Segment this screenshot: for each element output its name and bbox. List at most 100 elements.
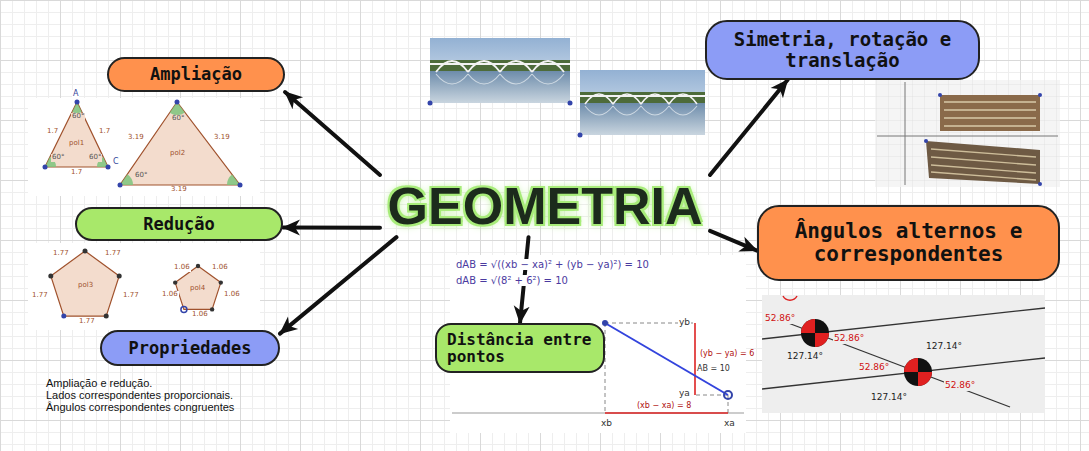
- angle-value: 52.86°: [764, 314, 796, 324]
- figure-label: (xb − xa) = 8: [636, 402, 692, 411]
- figure-label: 1.77: [31, 292, 49, 300]
- figure-label: 60°: [51, 154, 65, 162]
- figure-label: 60°: [171, 115, 185, 123]
- symmetry-figure-part: [1038, 93, 1042, 97]
- figure-label: 1.77: [78, 318, 96, 326]
- symmetry-figure-part: [940, 95, 1040, 131]
- note-line: Ângulos correspondentes congruentes: [45, 401, 235, 413]
- figure-label: pol1: [68, 140, 85, 148]
- distance-graph-part: [694, 323, 696, 395]
- pentagon-figure-part: [181, 306, 187, 312]
- bridge-photo-part: [580, 92, 705, 103]
- angle-value: 127.14°: [925, 342, 963, 352]
- topic-label: Simetria, rotação e translação: [717, 29, 968, 70]
- triangle-figure-part: [75, 100, 80, 105]
- figure-label: 1.7: [70, 169, 83, 177]
- topic-label: Redução: [143, 215, 215, 233]
- title-text: GEOMETRIA: [388, 178, 703, 234]
- figure-label: 1.7: [98, 128, 111, 136]
- figure-label: 60°: [88, 154, 102, 162]
- bridge-photo-part: [568, 101, 573, 106]
- topic-pill: Simetria, rotação e translação: [705, 20, 980, 80]
- angles-figure-part: [783, 296, 797, 300]
- figure-label: A: [72, 90, 79, 99]
- symmetry-figure-part: [926, 141, 1040, 184]
- bridge-photo-part: [578, 133, 583, 138]
- triangle-figure-part: [238, 183, 243, 188]
- distance-graph-part: [724, 391, 732, 399]
- pentagon-figure-part: [117, 273, 122, 278]
- symmetry-figure-part: [875, 80, 1060, 187]
- arrow-connector: [710, 80, 788, 175]
- bridge-photo-part: [430, 71, 570, 103]
- pentagon-figure-part: [196, 264, 200, 268]
- symmetry-figure-part: [1038, 182, 1042, 186]
- pentagon-figure-part: [210, 307, 214, 311]
- bridge-photo-part: [430, 60, 570, 71]
- angle-value: 52.86°: [833, 334, 865, 344]
- topic-label: Ampliação: [150, 65, 242, 83]
- bridge-photo: [428, 38, 573, 106]
- topic-label: Ângulos alternos e correspondentes: [769, 220, 1048, 265]
- figure-label: 60°: [71, 113, 85, 121]
- angles-figure-part: [801, 319, 829, 347]
- triangle-figure-part: [118, 183, 123, 188]
- angles-figure-part: [918, 372, 932, 386]
- distance-graph-part: [452, 413, 744, 414]
- triangle-figure-part: [120, 174, 133, 185]
- triangle-figure-part: [43, 165, 48, 170]
- bridge-photo-part: [585, 106, 697, 115]
- triangle-figure-part: [106, 165, 111, 170]
- figure-label: 1.77: [104, 250, 122, 258]
- bridge-photo-part: [436, 61, 564, 72]
- arrow-connector: [710, 231, 757, 251]
- figure-label: 3.19: [127, 134, 145, 142]
- angle-value: 52.86°: [944, 381, 976, 391]
- symmetry-figure-part: [877, 136, 1058, 137]
- figure-label: (yb − ya) = 6: [699, 350, 755, 359]
- angles-figure-part: [904, 358, 918, 372]
- bridge-photo-part: [580, 70, 705, 135]
- axis-label: xa: [723, 419, 736, 429]
- pentagon-figure-part: [48, 273, 53, 278]
- figure-label: 1.06: [223, 291, 241, 299]
- topic-label: Propriedades: [129, 339, 252, 357]
- figure-label: 1.06: [173, 264, 191, 272]
- topic-pill: Distância entre pontos: [435, 323, 605, 373]
- figure-label: 60°: [134, 172, 148, 180]
- angles-figure-part: [815, 333, 829, 347]
- bridge-photo-part: [430, 38, 570, 103]
- angles-figure-part: [775, 318, 1010, 407]
- angles-figure-part: [904, 358, 932, 386]
- symmetry-figure-part: [905, 82, 906, 185]
- formula: dAB = √((xb − xa)² + (yb − ya)²) = 10: [455, 259, 650, 270]
- central-title: GEOMETRIA: [380, 175, 710, 237]
- triangle-figure-part: [120, 102, 240, 185]
- topic-pill: Redução: [75, 207, 283, 241]
- triangle-figure-part: [175, 100, 180, 105]
- distance-graph-part: [605, 412, 728, 414]
- figure-label: 3.19: [170, 186, 188, 194]
- pentagon-figure-part: [28, 243, 260, 330]
- pentagon-figure-part: [219, 280, 223, 284]
- pentagon-figure-part: [61, 314, 66, 319]
- bridge-photo: [578, 70, 706, 138]
- figure-label: 1.06: [191, 311, 209, 319]
- formula: dAB = √(8² + 6²) = 10: [455, 275, 569, 286]
- bridge-photo-part: [585, 94, 697, 104]
- figure-label: 1.77: [122, 292, 140, 300]
- angles-figure-part: [762, 295, 1045, 413]
- symmetry-figure-part: [924, 139, 928, 143]
- figure-label: C: [112, 158, 120, 167]
- pentagon-figure-part: [83, 249, 88, 254]
- angle-value: 127.14°: [870, 393, 908, 403]
- figure-label: 3.19: [213, 134, 231, 142]
- symmetry-figure-part: [938, 93, 942, 97]
- axis-label: ya: [678, 389, 691, 399]
- axis-label: xb: [600, 419, 613, 429]
- angles-figure-part: [801, 319, 815, 333]
- topic-label: Distância entre pontos: [447, 331, 593, 366]
- pentagon-figure-part: [173, 280, 177, 284]
- angle-value: 52.86°: [858, 363, 890, 373]
- triangle-figure-part: [28, 98, 260, 196]
